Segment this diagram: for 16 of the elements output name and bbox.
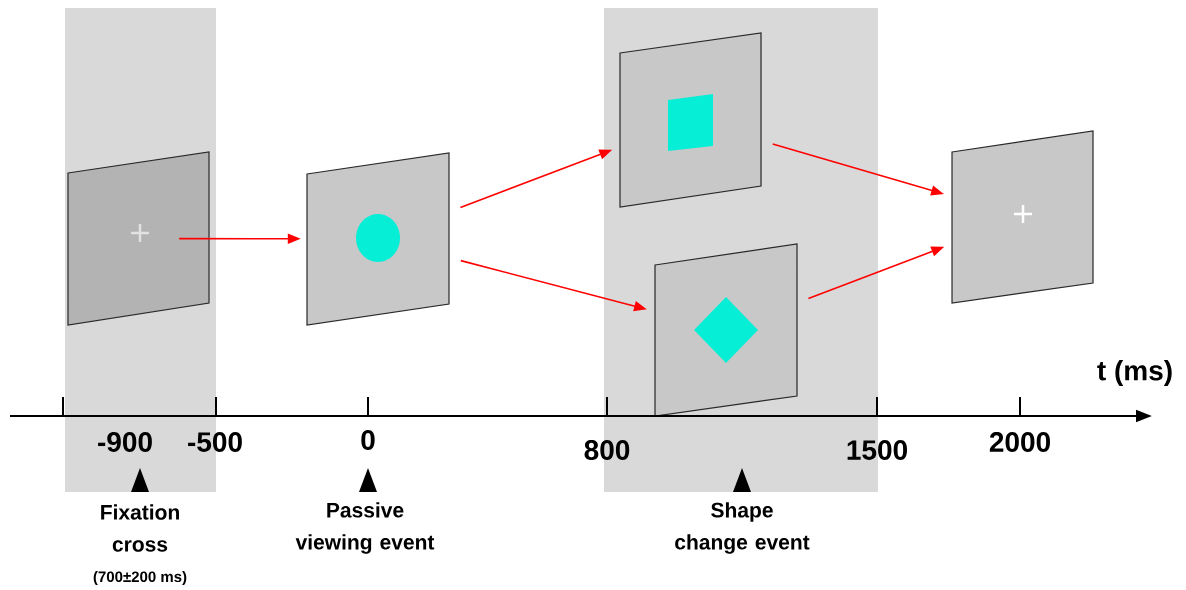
- stimulus-screen: [654, 243, 798, 417]
- duration-label: (700±200 ms): [93, 571, 187, 585]
- tick-label: 800: [584, 440, 630, 460]
- event-label: Shape change event: [675, 502, 810, 554]
- tick-label: 0: [361, 430, 375, 450]
- stimulus-screen: [951, 130, 1094, 304]
- tick-label: 2000: [989, 432, 1050, 452]
- event-label: Fixation cross: [101, 504, 179, 552]
- tick-label: -900: [98, 432, 152, 452]
- stimulus-screen: [306, 152, 450, 326]
- axis-label: t (ms): [1097, 359, 1172, 387]
- stimulus-screen: [619, 32, 762, 208]
- stimulus-screen: [67, 151, 210, 326]
- event-label: Passive viewing event: [295, 502, 435, 554]
- tick-label: -500: [188, 432, 242, 452]
- tick-label: 1500: [847, 440, 907, 460]
